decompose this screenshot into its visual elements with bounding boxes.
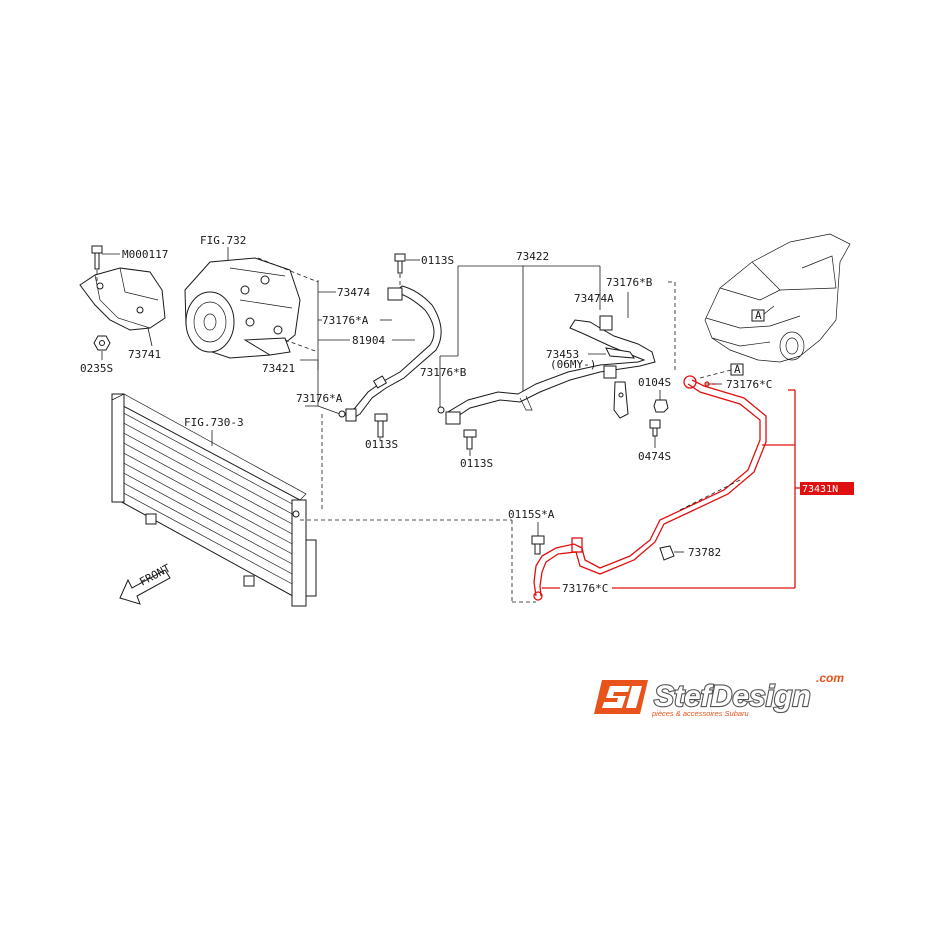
label-06my: (06MY-) — [550, 358, 596, 371]
condenser[interactable] — [111, 393, 317, 607]
bolt-0115s-a[interactable] — [531, 535, 545, 555]
bolt-m000117[interactable] — [91, 245, 103, 270]
pipe-73431n[interactable] — [533, 375, 767, 601]
label-0235s: 0235S — [80, 362, 113, 375]
label-73474a: 73474A — [574, 292, 614, 305]
label-73741: 73741 — [128, 348, 161, 361]
hose-73421[interactable] — [344, 285, 442, 421]
label-73421: 73421 — [262, 362, 295, 375]
bolt-0113s-mid[interactable] — [463, 429, 477, 450]
label-73176a-top: 73176*A — [322, 314, 369, 327]
bolt-0113s-left[interactable] — [374, 413, 388, 438]
hose-73422[interactable] — [447, 315, 656, 421]
label-73176c-top: 73176*C — [726, 378, 772, 391]
stefdesign-logo[interactable]: StefDesign StefDesign .com pièces & acce… — [594, 671, 844, 718]
label-73782: 73782 — [688, 546, 721, 559]
label-73453: 73453 — [546, 348, 579, 361]
label-73176c-bottom: 73176*C — [562, 582, 608, 595]
label-0115s-a: 0115S*A — [508, 508, 555, 521]
logo-brand-outline: StefDesign — [654, 680, 811, 713]
highlight-box — [800, 482, 854, 495]
clip-73782[interactable] — [659, 545, 675, 561]
vehicle-reference: A — [704, 233, 851, 363]
label-73422: 73422 — [516, 250, 549, 263]
bolt-0474s[interactable] — [649, 419, 661, 437]
bolt-0113s-top[interactable] — [394, 253, 406, 274]
logo-suffix: .com — [816, 671, 844, 685]
ac-compressor[interactable] — [184, 257, 301, 359]
label-fig732: FIG.732 — [200, 234, 246, 247]
highlighted-part-number[interactable]: 73431N — [802, 484, 838, 495]
label-73176b-mid: 73176*B — [420, 366, 467, 379]
label-m000117: M000117 — [122, 248, 168, 261]
logo-tagline: pièces & accessoires Subaru — [651, 709, 750, 718]
label-73176b-top: 73176*B — [606, 276, 653, 289]
label-0113s-mid: 0113S — [460, 457, 493, 470]
label-81904: 81904 — [352, 334, 385, 347]
label-0113s-left: 0113S — [365, 438, 398, 451]
ref-a-pipe: A — [734, 363, 741, 376]
nut-0235s[interactable] — [93, 335, 111, 351]
logo-brand: StefDesign — [654, 680, 811, 713]
label-73474: 73474 — [337, 286, 370, 299]
bolt-0104s[interactable] — [653, 399, 669, 413]
sd-logo-icon — [594, 680, 648, 714]
label-0474s: 0474S — [638, 450, 671, 463]
ref-a-car: A — [755, 309, 762, 322]
label-73176a-left: 73176*A — [296, 392, 343, 405]
label-0104s: 0104S — [638, 376, 671, 389]
bracket-73741[interactable] — [79, 267, 166, 331]
front-arrow: FRONT — [119, 561, 173, 605]
pipe-bracket[interactable] — [613, 381, 629, 419]
label-fig730-3: FIG.730-3 — [184, 416, 244, 429]
label-0113s-top: 0113S — [421, 254, 454, 267]
